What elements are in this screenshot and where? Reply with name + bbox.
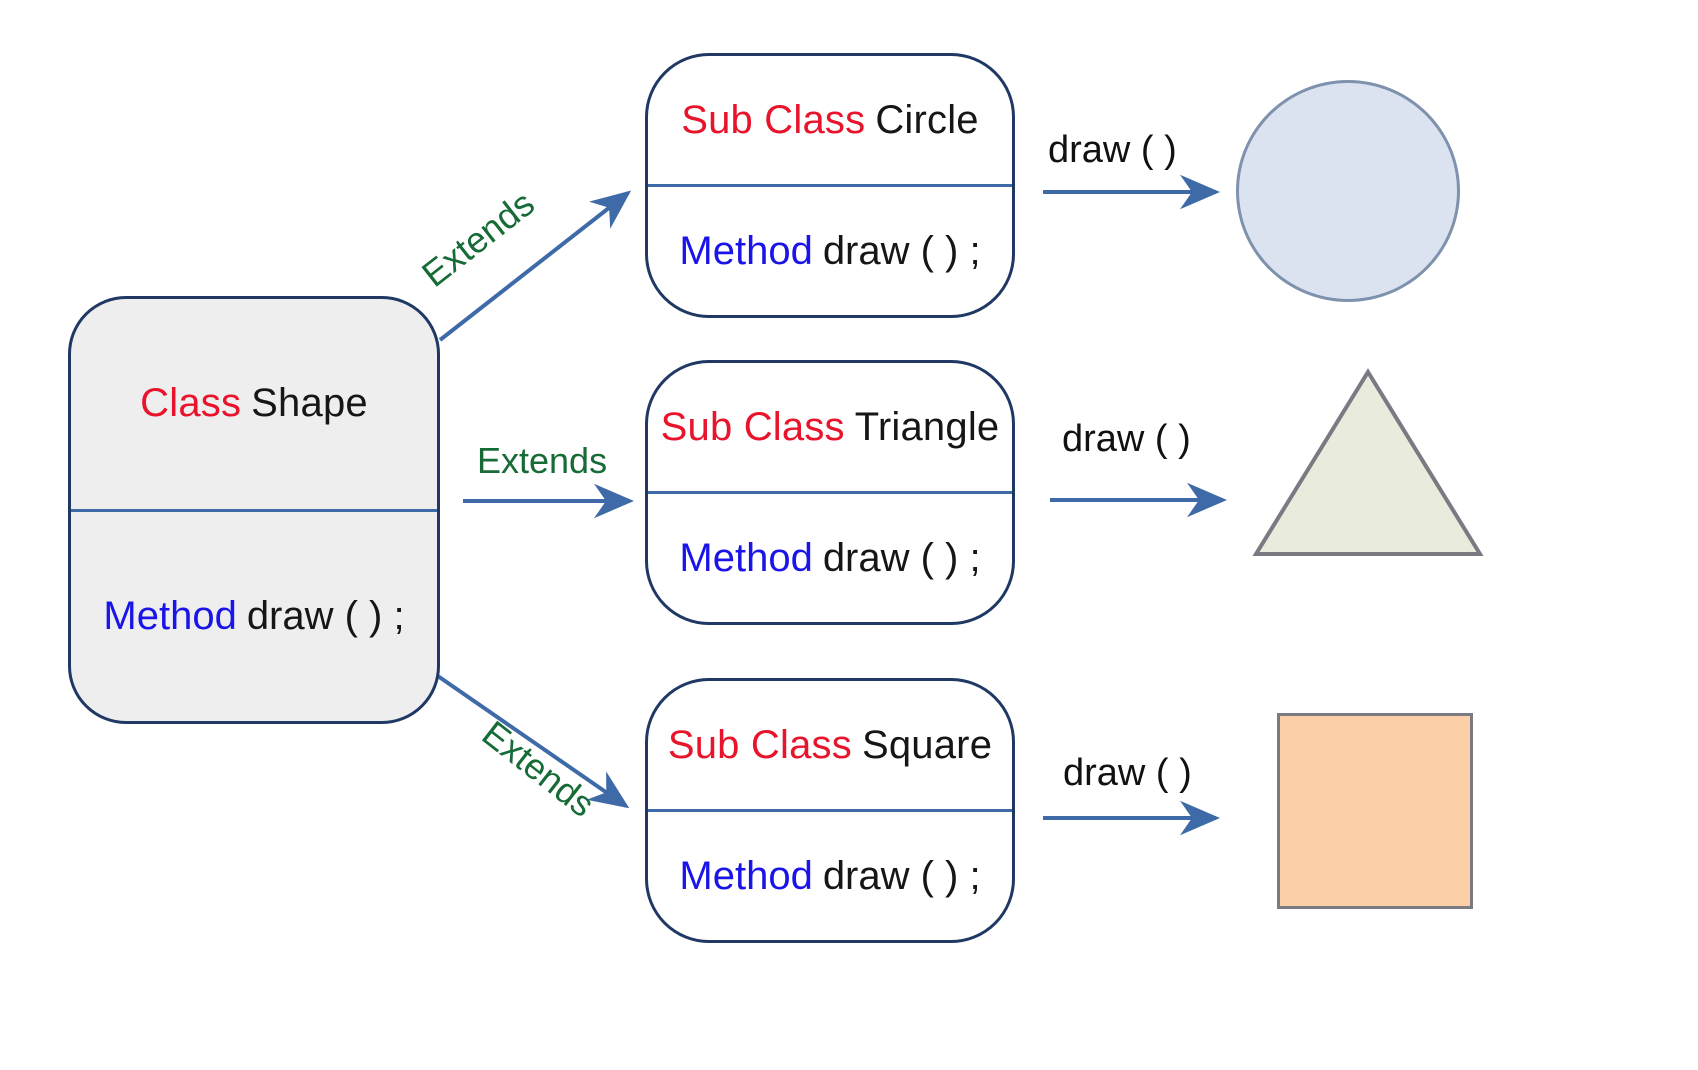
class-box-shape-divider <box>71 508 437 512</box>
result-shape-triangle <box>1252 368 1484 558</box>
draw-call-label-triangle: draw ( ) <box>1062 418 1191 460</box>
draw-call-label-circle: draw ( ) <box>1048 129 1177 171</box>
extends-label-triangle: Extends <box>477 440 608 481</box>
method-keyword: Method <box>679 853 813 898</box>
subclass-name: Square <box>861 722 993 767</box>
class-keyword: Class <box>140 381 242 426</box>
method-signature: draw ( ) ; <box>822 853 981 898</box>
draw-call-label-square: draw ( ) <box>1063 752 1192 794</box>
subclass-name: Circle <box>875 97 979 142</box>
subclass-keyword: Sub Class <box>660 404 845 449</box>
method-signature: draw ( ) ; <box>822 228 981 273</box>
class-box-square-divider <box>648 809 1012 812</box>
method-keyword: Method <box>103 593 237 638</box>
method-keyword: Method <box>679 535 813 580</box>
extends-label-square: Extends <box>474 712 603 825</box>
class-name: Shape <box>251 381 368 426</box>
method-signature: draw ( ) ; <box>822 535 981 580</box>
result-shape-square <box>1277 713 1473 909</box>
class-box-circle-divider <box>648 184 1012 187</box>
subclass-keyword: Sub Class <box>681 97 866 142</box>
result-shape-circle <box>1236 80 1460 302</box>
subclass-keyword: Sub Class <box>667 722 852 767</box>
subclass-name: Triangle <box>854 404 1000 449</box>
class-box-triangle-divider <box>648 491 1012 494</box>
method-signature: draw ( ) ; <box>246 593 405 638</box>
method-keyword: Method <box>679 228 813 273</box>
extends-label-circle: Extends <box>414 182 542 295</box>
